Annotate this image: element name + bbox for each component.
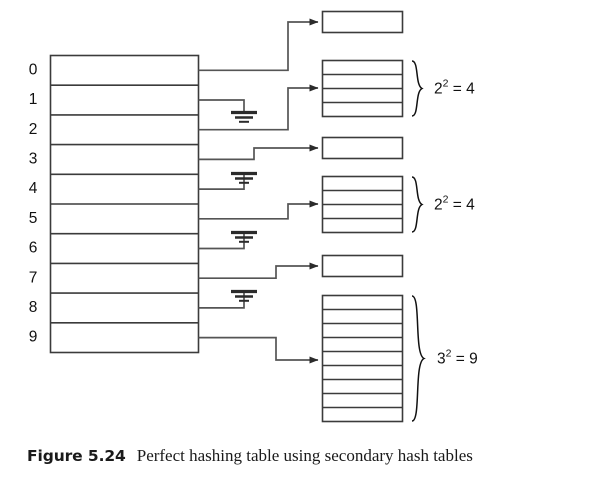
- pointer-wire-slot-6: [198, 230, 257, 250]
- perfect-hashing-diagram: 0 1 2 3 4 5 6 7 8 9: [29, 10, 478, 423]
- ground-icon-slot-4: [231, 171, 257, 184]
- secondary-table-5-outline: [321, 254, 404, 278]
- secondary-table-5[interactable]: [321, 254, 404, 278]
- slot-label-4: 4: [29, 180, 38, 197]
- size-result-1: = 4: [448, 81, 475, 98]
- pointer-wire-slot-1: [198, 99, 257, 123]
- pointer-wire-slot-2: [198, 84, 319, 131]
- size-annotation-3: 32 = 9: [437, 347, 478, 367]
- slot-label-3: 3: [29, 150, 38, 167]
- size-result-2: = 4: [448, 197, 475, 214]
- secondary-table-3[interactable]: [321, 136, 404, 160]
- primary-hash-table[interactable]: [49, 54, 200, 354]
- figure-caption-label: Figure 5.24: [27, 447, 126, 465]
- pointer-wire-slot-0: [198, 18, 319, 72]
- secondary-table-4[interactable]: [321, 175, 404, 234]
- ground-icon-slot-6: [231, 230, 257, 243]
- size-base-2: 2: [434, 197, 443, 214]
- brace-2: [411, 176, 424, 233]
- primary-slot-labels: 0 1 2 3 4 5 6 7 8 9: [29, 61, 38, 345]
- secondary-table-6-outline: [321, 294, 404, 423]
- pointer-wire-slot-7: [198, 262, 319, 280]
- pointer-wire-slot-9: [198, 336, 319, 364]
- size-result-3: = 9: [451, 351, 477, 368]
- pointer-wire-slot-8: [198, 289, 257, 309]
- size-exponent-3: 2: [446, 347, 452, 359]
- slot-label-5: 5: [29, 210, 38, 227]
- secondary-table-3-outline: [321, 136, 404, 160]
- secondary-table-1[interactable]: [321, 10, 404, 34]
- brace-1: [411, 60, 424, 117]
- size-base-1: 2: [434, 81, 443, 98]
- size-base-3: 3: [437, 351, 446, 368]
- size-annotation-1: 22 = 4: [434, 77, 475, 97]
- slot-label-7: 7: [29, 269, 38, 286]
- pointer-wire-slot-4: [198, 171, 257, 190]
- size-exponent-2: 2: [443, 193, 449, 205]
- ground-icon-slot-8: [231, 289, 257, 302]
- slot-label-1: 1: [29, 91, 38, 108]
- pointer-wire-slot-3: [198, 144, 319, 161]
- figure-caption: Figure 5.24 Perfect hashing table using s…: [27, 446, 587, 466]
- slot-label-0: 0: [29, 61, 38, 78]
- ground-icon-slot-1: [231, 110, 257, 123]
- size-exponent-1: 2: [443, 77, 449, 89]
- secondary-table-2[interactable]: [321, 59, 404, 118]
- slot-label-2: 2: [29, 121, 38, 138]
- slot-label-6: 6: [29, 240, 38, 257]
- secondary-table-6[interactable]: [321, 294, 404, 423]
- slot-label-8: 8: [29, 299, 38, 316]
- brace-3: [411, 295, 426, 422]
- secondary-table-1-outline: [321, 10, 404, 34]
- size-annotation-2: 22 = 4: [434, 193, 475, 213]
- pointer-wire-slot-5: [198, 200, 319, 220]
- slot-label-9: 9: [29, 329, 38, 346]
- figure-caption-text: Perfect hashing table using secondary ha…: [136, 446, 473, 465]
